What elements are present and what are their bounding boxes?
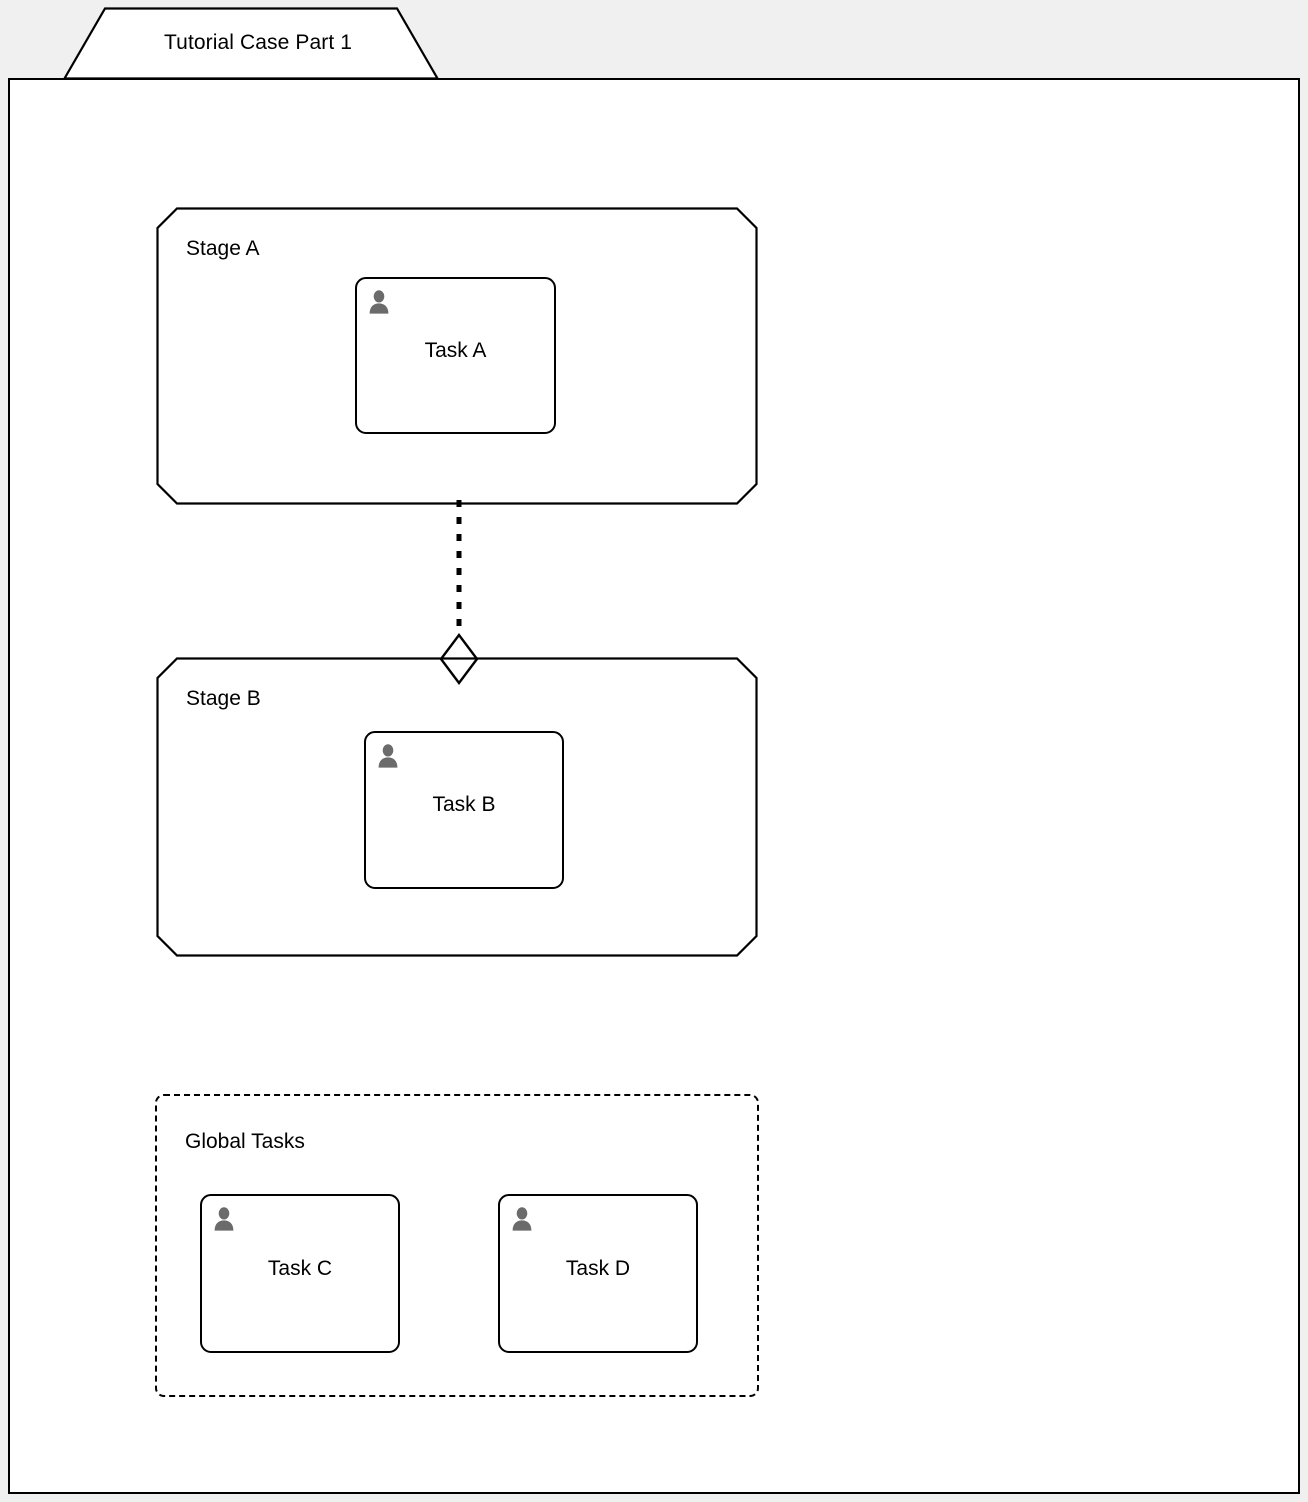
task-d-node[interactable]: Task D [498,1194,698,1353]
stage-b-label: Stage B [186,687,261,710]
task-b-label: Task B [432,793,496,817]
task-d-label: Task D [565,1256,631,1280]
task-a-label: Task A [424,338,487,362]
global-tasks-label: Global Tasks [185,1130,305,1153]
task-c-label: Task C [267,1256,333,1280]
person-icon [511,1207,533,1231]
person-icon [377,744,399,768]
stage-a-label: Stage A [186,237,260,260]
task-b-node[interactable]: Task B [364,731,564,889]
task-a-node[interactable]: Task A [355,277,556,434]
case-title-tab[interactable]: Tutorial Case Part 1 [63,7,439,80]
global-tasks-container[interactable] [155,1094,759,1397]
person-icon [213,1207,235,1231]
task-c-node[interactable]: Task C [200,1194,400,1353]
person-icon [368,290,390,314]
case-title-tab-shape [63,7,439,80]
stage-b-shape [156,657,758,957]
stage-b-container[interactable]: Stage B [156,657,758,957]
case-title-label: Tutorial Case Part 1 [164,30,352,54]
